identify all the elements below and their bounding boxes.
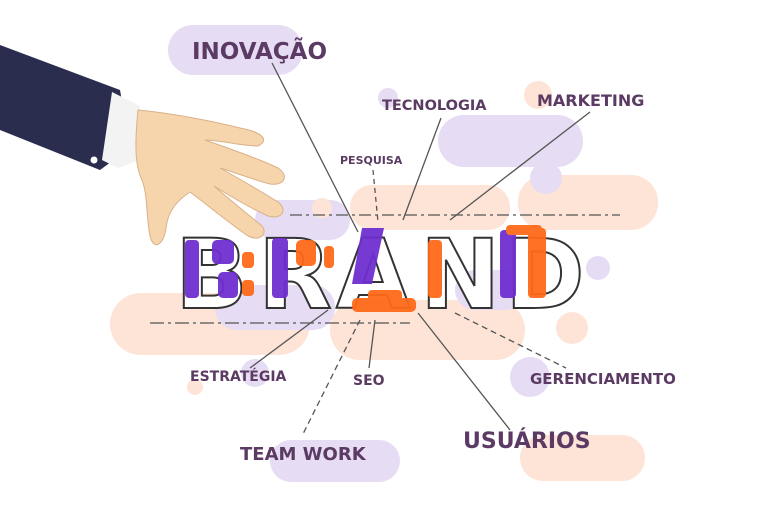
label-seo: SEO — [353, 373, 385, 389]
guide-lines — [150, 214, 620, 324]
labels: INOVAÇÃO TECNOLOGIA MARKETING PESQUISA E… — [190, 37, 676, 465]
label-marketing: MARKETING — [537, 91, 644, 110]
letter-accents — [185, 225, 546, 312]
label-usuarios: USUÁRIOS — [463, 428, 591, 454]
label-team-work: TEAM WORK — [240, 444, 367, 465]
brand-word: B R A N D — [174, 218, 586, 332]
connector-lines — [249, 62, 591, 437]
label-gerenciamento: GERENCIAMENTO — [530, 370, 676, 388]
brand-letter-n: N — [420, 219, 500, 331]
brand-letter-r: R — [258, 219, 332, 331]
hand-holding-letter-icon — [0, 45, 285, 246]
label-estrategia: ESTRATÉGIA — [190, 368, 287, 385]
label-inovacao: INOVAÇÃO — [192, 37, 327, 65]
label-tecnologia: TECNOLOGIA — [382, 98, 487, 114]
label-pesquisa: PESQUISA — [340, 154, 403, 167]
background-blobs — [110, 25, 658, 482]
